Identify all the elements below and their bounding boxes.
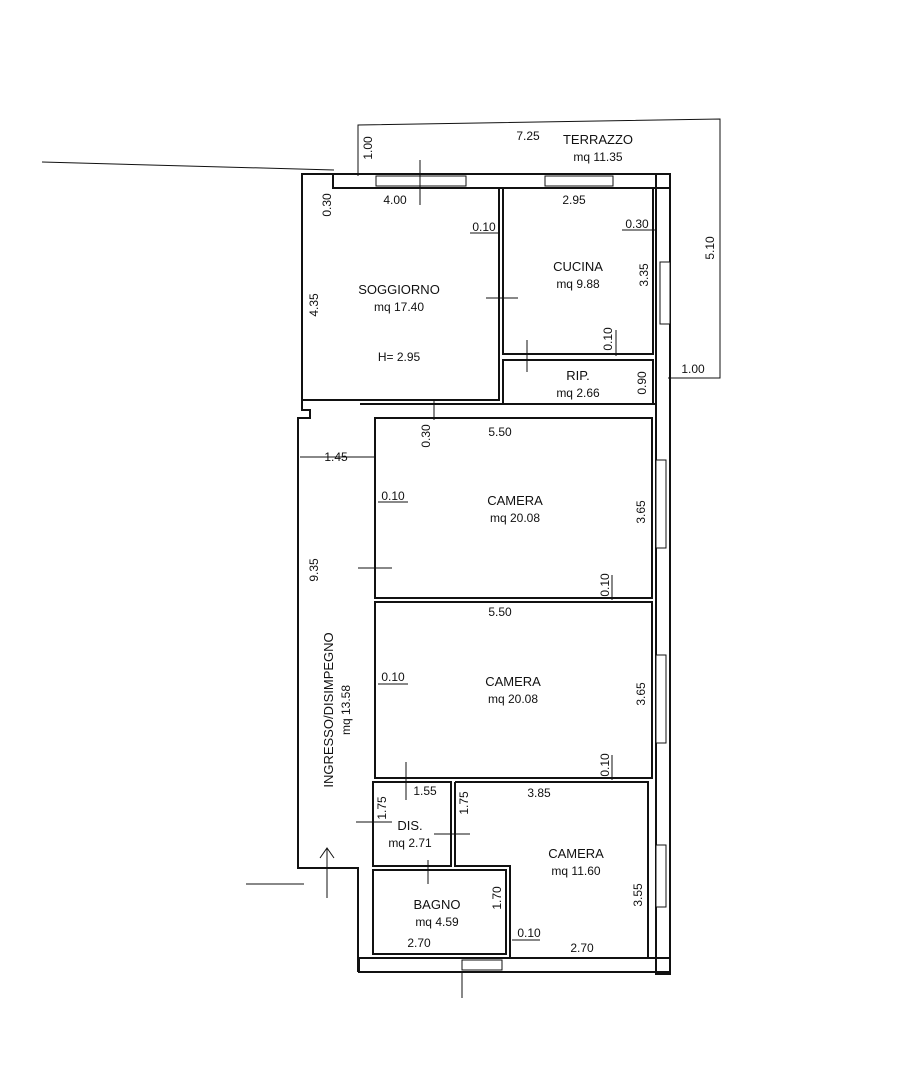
soggiorno-name: SOGGIORNO bbox=[358, 282, 440, 297]
camera1-area: mq 20.08 bbox=[490, 511, 540, 525]
dim-cucina-wall: 0.30 bbox=[625, 217, 649, 231]
window-camera2 bbox=[655, 654, 667, 744]
dim-soggiorno-wall: 0.30 bbox=[320, 193, 334, 217]
camera3-area: mq 11.60 bbox=[551, 864, 600, 878]
boundary-line bbox=[41, 161, 335, 171]
dim-camera3-width: 3.85 bbox=[527, 786, 551, 800]
camera2-partition bbox=[374, 601, 653, 779]
dim-cucina-width: 2.95 bbox=[562, 193, 586, 207]
dim-camera1-bottom: 0.10 bbox=[598, 573, 612, 597]
camera2-area: mq 20.08 bbox=[488, 692, 538, 706]
right-wall bbox=[655, 173, 671, 975]
rip-name: RIP. bbox=[566, 368, 590, 383]
ingresso-area: mq 13.58 bbox=[339, 685, 353, 735]
dim-cucina-height: 3.35 bbox=[637, 263, 651, 287]
dim-dis-height: 1.75 bbox=[375, 796, 389, 820]
dim-terrazzo-bottom: 1.00 bbox=[681, 362, 705, 376]
dim-ingresso-width: 1.45 bbox=[324, 450, 348, 464]
cucina-area: mq 9.88 bbox=[556, 277, 600, 291]
ingresso-name: INGRESSO/DISIMPEGNO bbox=[321, 632, 336, 787]
window-camera3 bbox=[655, 844, 667, 908]
room-labels: TERRAZZO mq 11.35 SOGGIORNO mq 17.40 H= … bbox=[321, 132, 633, 929]
dim-camera2-partition: 0.10 bbox=[381, 670, 405, 684]
dim-soggiorno-height: 4.35 bbox=[307, 293, 321, 317]
dim-terrazzo-left: 1.00 bbox=[361, 136, 375, 160]
terrazzo-name: TERRAZZO bbox=[563, 132, 633, 147]
dim-soggiorno-partition: 0.10 bbox=[472, 220, 496, 234]
bottom-wall bbox=[358, 957, 671, 973]
dim-rip-height: 0.90 bbox=[635, 371, 649, 395]
dim-camera3-left: 1.75 bbox=[457, 791, 471, 815]
dim-bagno-height: 1.70 bbox=[490, 886, 504, 910]
camera3-name: CAMERA bbox=[548, 846, 604, 861]
entrance-arrow-icon bbox=[319, 847, 335, 898]
dimension-lines bbox=[300, 229, 656, 941]
window-bagno bbox=[461, 959, 503, 971]
camera1-name: CAMERA bbox=[487, 493, 543, 508]
dim-camera2-width: 5.50 bbox=[488, 605, 512, 619]
dim-camera3-bottom-width: 2.70 bbox=[570, 941, 594, 955]
soggiorno-area: mq 17.40 bbox=[374, 300, 424, 314]
soggiorno-height: H= 2.95 bbox=[378, 350, 421, 364]
terrazzo-area: mq 11.35 bbox=[573, 150, 622, 164]
cucina-partition bbox=[502, 187, 654, 355]
dim-camera2-bottom: 0.10 bbox=[598, 753, 612, 777]
dim-terrazzo-right: 5.10 bbox=[703, 236, 717, 260]
dim-bagno-width: 2.70 bbox=[407, 936, 431, 950]
window-terrazzo-door bbox=[659, 261, 671, 325]
dimension-labels-vertical: 1.00 5.10 0.30 4.35 3.35 0.10 0.90 0.30 … bbox=[307, 136, 717, 910]
window-soggiorno bbox=[375, 175, 467, 187]
dim-dis-width: 1.55 bbox=[413, 784, 437, 798]
window-cucina bbox=[544, 175, 614, 187]
rip-area: mq 2.66 bbox=[556, 386, 600, 400]
window-camera1 bbox=[655, 459, 667, 549]
dim-terrazzo-width: 7.25 bbox=[516, 129, 540, 143]
dim-soggiorno-width: 4.00 bbox=[383, 193, 407, 207]
dim-camera1-partition: 0.10 bbox=[381, 489, 405, 503]
bagno-partition bbox=[372, 869, 507, 955]
left-wall bbox=[297, 188, 359, 972]
camera3-partition bbox=[454, 781, 649, 959]
camera1-partition bbox=[374, 417, 653, 599]
dis-name: DIS. bbox=[397, 818, 422, 833]
dimension-labels: 7.25 1.00 4.00 0.10 2.95 0.30 5.50 1.45 … bbox=[324, 129, 705, 955]
partitions bbox=[302, 187, 656, 959]
dim-ingresso-length: 9.35 bbox=[307, 558, 321, 582]
bagno-name: BAGNO bbox=[414, 897, 461, 912]
terrazzo-outline bbox=[357, 118, 721, 379]
dis-partition bbox=[372, 781, 452, 867]
dim-camera1-width: 5.50 bbox=[488, 425, 512, 439]
dim-camera3-height: 3.55 bbox=[631, 883, 645, 907]
dim-camera2-height: 3.65 bbox=[634, 682, 648, 706]
soggiorno-partition bbox=[302, 188, 500, 401]
dim-bagno-partition: 0.10 bbox=[517, 926, 541, 940]
bagno-area: mq 4.59 bbox=[415, 915, 459, 929]
door-marks bbox=[356, 297, 528, 884]
dim-camera1-height: 3.65 bbox=[634, 500, 648, 524]
cucina-name: CUCINA bbox=[553, 259, 603, 274]
dis-area: mq 2.71 bbox=[388, 836, 432, 850]
left-wall-soggiorno bbox=[301, 173, 333, 188]
windows bbox=[375, 160, 671, 971]
dim-camera1-wall: 0.30 bbox=[419, 424, 433, 448]
camera2-name: CAMERA bbox=[485, 674, 541, 689]
dim-cucina-partition: 0.10 bbox=[601, 327, 615, 351]
